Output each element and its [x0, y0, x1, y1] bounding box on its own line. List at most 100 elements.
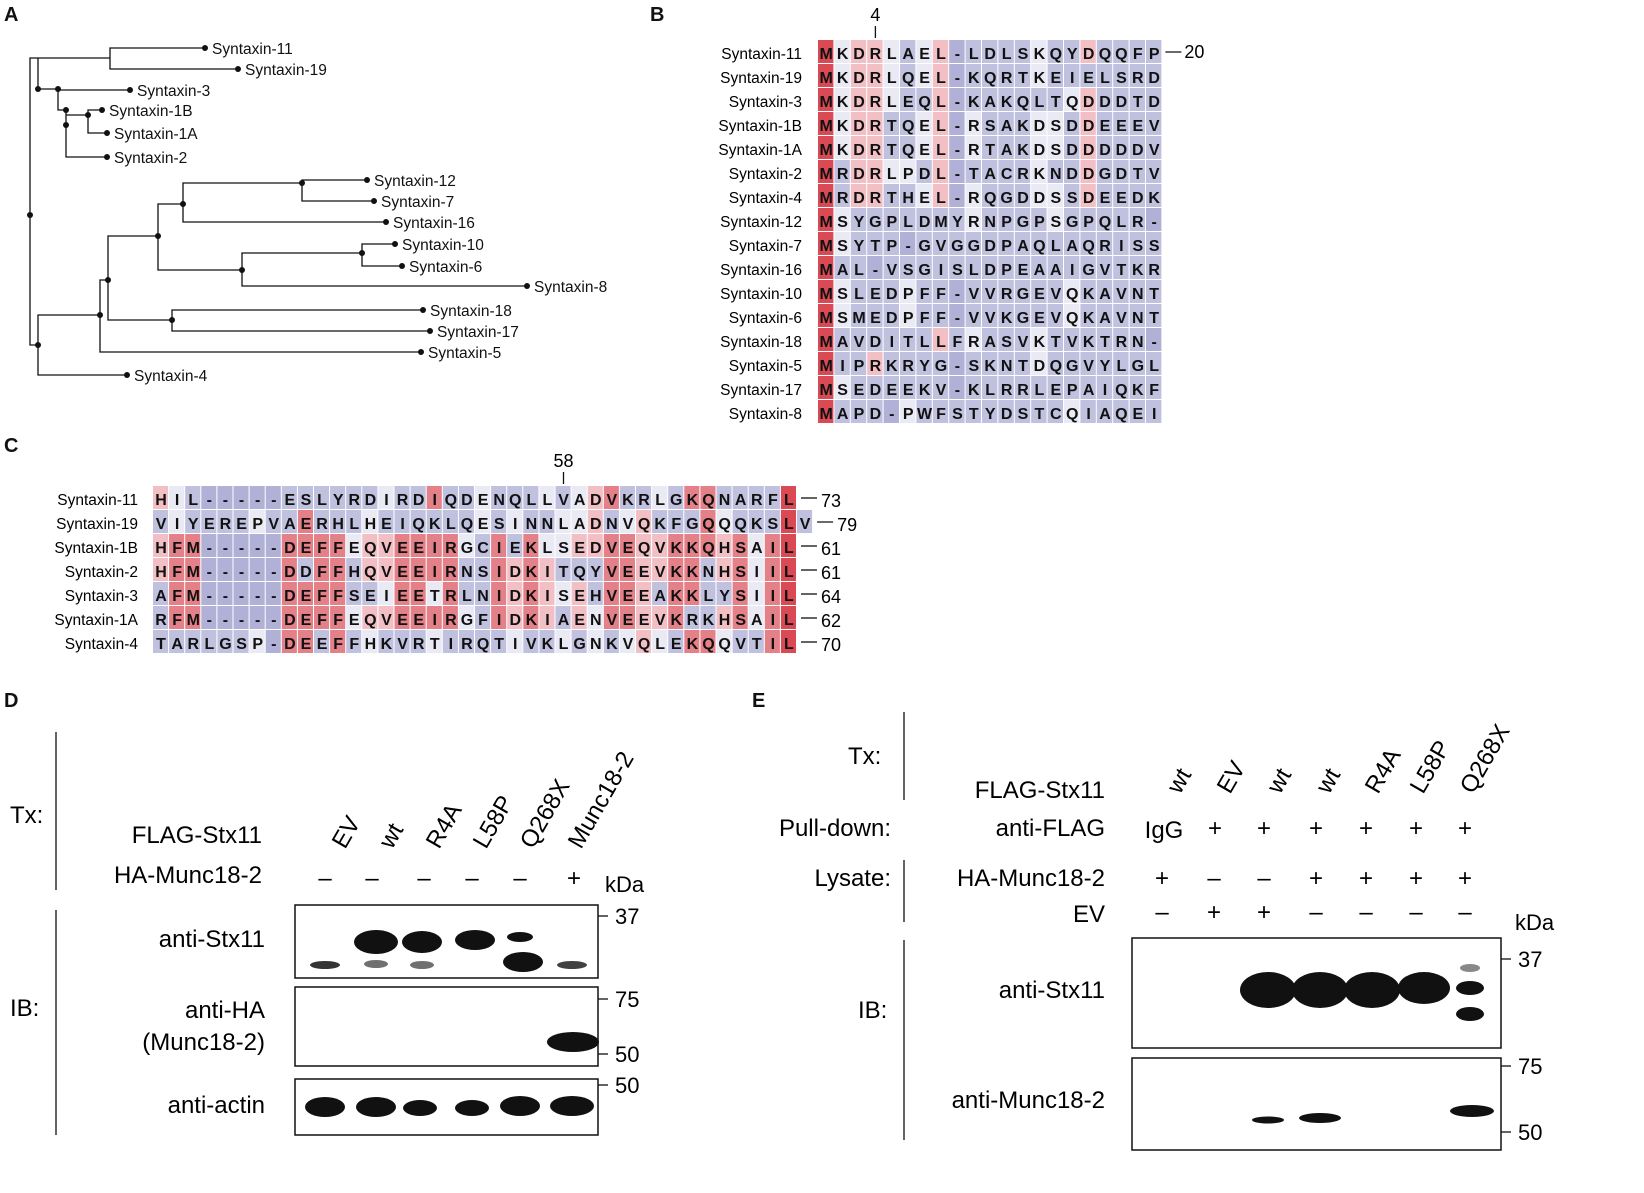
residue-letter: I — [1103, 382, 1107, 399]
residue-cell — [732, 630, 748, 653]
residue-cell — [1096, 304, 1113, 327]
residue-cell — [748, 582, 764, 605]
residue-cell — [850, 40, 867, 63]
residue-letter: R — [316, 516, 328, 533]
residue-letter: A — [984, 334, 996, 351]
residue-cell — [281, 606, 297, 629]
residue-cell — [949, 328, 965, 351]
residue-cell — [169, 534, 185, 557]
residue-letter: F — [172, 564, 182, 581]
residue-letter: M — [820, 166, 833, 183]
residue-letter: R — [445, 540, 457, 557]
residue-cell — [1031, 256, 1047, 279]
residue-cell — [850, 328, 867, 351]
residue-letter: Q — [1115, 382, 1127, 399]
sequence-name: Syntaxin-6 — [729, 310, 802, 327]
tx-label: Tx: — [848, 743, 881, 770]
sequence-name: Syntaxin-2 — [729, 166, 802, 183]
residue-cell — [1129, 256, 1145, 279]
residue-letter: N — [590, 636, 602, 653]
residue-cell — [249, 558, 265, 581]
residue-letter: T — [752, 636, 762, 653]
residue-cell — [394, 606, 410, 629]
residue-cell — [217, 558, 233, 581]
residue-letter: K — [984, 358, 996, 375]
residue-letter: S — [349, 588, 360, 605]
residue-letter: D — [919, 214, 931, 231]
residue-cell — [1014, 112, 1031, 135]
residue-letter: G — [1099, 166, 1111, 183]
residue-letter: L — [936, 334, 946, 351]
residue-cell — [932, 88, 949, 111]
kda-label: kDa — [1515, 910, 1555, 935]
residue-letter: E — [1100, 190, 1111, 207]
residue-letter: K — [526, 588, 538, 605]
residue-cell — [362, 630, 378, 653]
residue-cell — [1014, 328, 1031, 351]
residue-letter: Q — [412, 516, 424, 533]
residue-cell — [346, 558, 362, 581]
residue-letter: P — [903, 286, 914, 303]
residue-letter: T — [985, 142, 995, 159]
residue-letter: D — [1083, 94, 1095, 111]
residue-letter: E — [381, 516, 392, 533]
residue-cell — [780, 558, 796, 581]
residue-letter: - — [271, 540, 276, 557]
residue-letter: K — [1132, 382, 1144, 399]
residue-cell — [314, 606, 330, 629]
residue-cell — [233, 486, 249, 509]
residue-cell — [867, 208, 883, 231]
residue-letter: L — [936, 166, 946, 183]
sequence-name: Syntaxin-18 — [720, 334, 802, 351]
residue-cell — [442, 534, 458, 557]
residue-cell — [965, 400, 981, 423]
residue-cell — [1080, 136, 1096, 159]
residue-letter: E — [510, 540, 521, 557]
residue-letter: H — [590, 588, 602, 605]
residue-letter: L — [784, 564, 794, 581]
residue-cell — [949, 184, 965, 207]
residue-cell — [1096, 64, 1113, 87]
residue-cell — [1080, 40, 1096, 63]
residue-letter: - — [255, 492, 260, 509]
residue-letter: V — [655, 564, 666, 581]
residue-cell — [700, 558, 716, 581]
residue-letter: E — [639, 564, 650, 581]
residue-letter: K — [687, 636, 699, 653]
residue-cell — [169, 582, 185, 605]
residue-cell — [378, 534, 394, 557]
residue-letter: T — [559, 564, 569, 581]
residue-letter: E — [1132, 118, 1143, 135]
residue-letter: Q — [573, 564, 585, 581]
residue-letter: Y — [919, 358, 930, 375]
residue-letter: - — [223, 540, 228, 557]
residue-cell — [1080, 88, 1096, 111]
residue-cell — [652, 582, 668, 605]
residue-letter: R — [1132, 214, 1144, 231]
residue-letter: W — [917, 406, 933, 423]
residue-letter: D — [853, 70, 865, 87]
residue-letter: Q — [902, 70, 914, 87]
residue-cell — [932, 256, 949, 279]
residue-cell — [850, 304, 867, 327]
residue-cell — [867, 112, 883, 135]
residue-letter: S — [1018, 46, 1029, 63]
residue-letter: - — [873, 262, 878, 279]
residue-letter: K — [687, 588, 699, 605]
residue-cell — [346, 534, 362, 557]
residue-letter: G — [219, 636, 231, 653]
residue-letter: M — [820, 406, 833, 423]
residue-letter: D — [919, 166, 931, 183]
residue-cell — [410, 630, 426, 653]
residue-letter: E — [301, 516, 312, 533]
residue-cell — [732, 510, 748, 533]
residue-cell — [378, 558, 394, 581]
residue-cell — [555, 486, 571, 509]
pulldown-value: IgG — [1145, 817, 1184, 844]
residue-cell — [1014, 376, 1031, 399]
residue-cell — [949, 40, 965, 63]
tree-leaf-label: Syntaxin-1A — [114, 126, 198, 143]
residue-cell — [916, 328, 932, 351]
end-position: 61 — [821, 539, 841, 559]
lane-sign: – — [417, 865, 431, 892]
